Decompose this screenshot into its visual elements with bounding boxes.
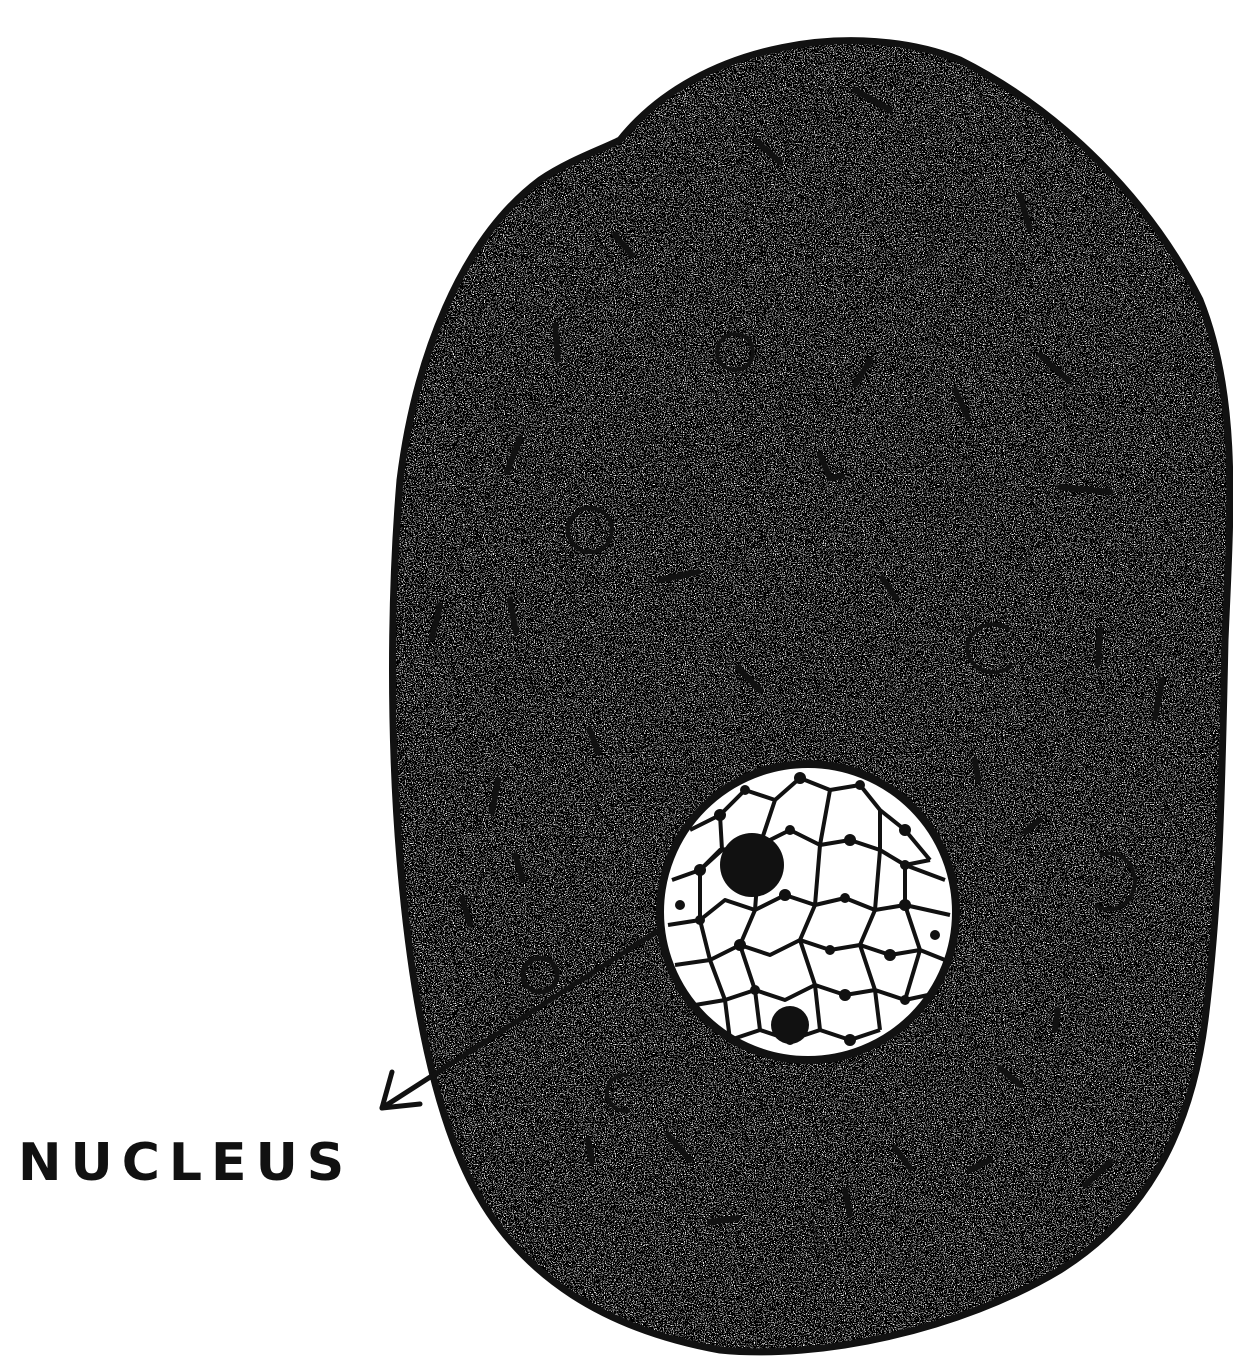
granule	[555, 325, 558, 360]
nucleus-label: NUCLEUS	[18, 1133, 353, 1193]
nuclear-envelope	[660, 764, 956, 1060]
granule	[710, 1218, 738, 1222]
granule	[975, 760, 978, 780]
granule	[1055, 1010, 1058, 1030]
nucleolus-small	[771, 1006, 809, 1044]
nucleus	[660, 764, 956, 1060]
cell	[380, 20, 1233, 1370]
nucleolus	[720, 833, 784, 897]
granule	[1098, 630, 1100, 664]
granule	[588, 1140, 592, 1162]
